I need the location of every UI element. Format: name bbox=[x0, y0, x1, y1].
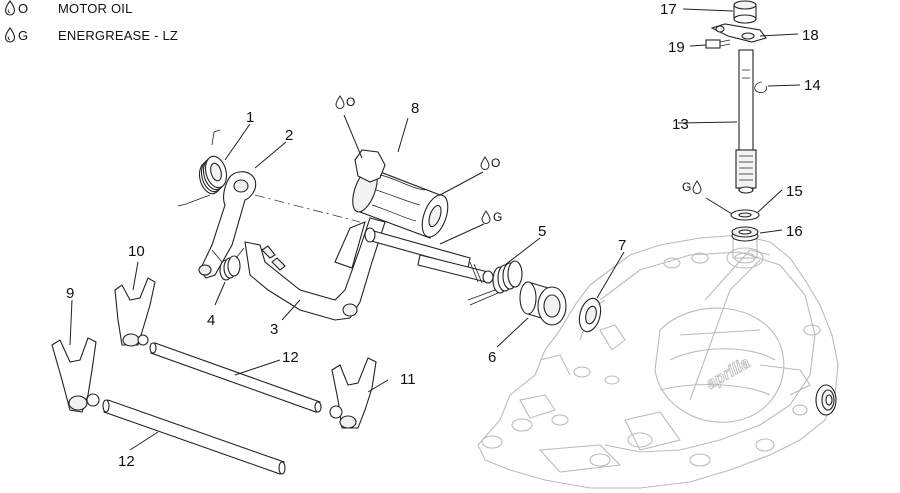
callout-16: 16 bbox=[786, 223, 803, 240]
part-19-screw bbox=[705, 39, 731, 49]
lube-drum-top: O bbox=[335, 95, 355, 109]
leader-lines bbox=[69, 8, 801, 451]
callout-11: 11 bbox=[400, 371, 416, 388]
callout-2: 2 bbox=[285, 127, 293, 144]
callout-labels: 1 2 3 4 5 6 7 8 9 10 11 12 12 13 14 15 1… bbox=[66, 1, 821, 470]
assembly-axis-line bbox=[254, 194, 361, 223]
part-5-return-spring bbox=[467, 260, 523, 306]
callout-6: 6 bbox=[488, 349, 496, 366]
callout-17: 17 bbox=[660, 1, 677, 18]
callout-8: 8 bbox=[411, 100, 419, 117]
callout-7: 7 bbox=[618, 237, 626, 254]
callout-1: 1 bbox=[246, 109, 254, 126]
part-4-small-spring bbox=[211, 247, 245, 281]
lube-code: O bbox=[346, 95, 355, 109]
lube-drum-side: O bbox=[480, 156, 500, 170]
lube-seal-grease: G bbox=[682, 180, 702, 194]
legend-text: MOTOR OIL bbox=[58, 0, 133, 16]
legend-text: ENERGREASE - LZ bbox=[58, 27, 179, 43]
grease-drop-icon bbox=[4, 27, 16, 43]
callout-19: 19 bbox=[668, 39, 685, 56]
callout-9: 9 bbox=[66, 285, 74, 302]
callout-14: 14 bbox=[804, 77, 821, 94]
callout-13: 13 bbox=[672, 116, 689, 133]
oil-drop-icon bbox=[4, 0, 16, 16]
part-8-shift-drum bbox=[352, 149, 449, 239]
part-3-shift-plate bbox=[244, 217, 494, 321]
grease-drop-icon bbox=[692, 180, 702, 194]
lube-code: G bbox=[682, 180, 691, 194]
oil-drop-icon bbox=[335, 95, 345, 109]
callout-12-lower: 12 bbox=[118, 453, 135, 470]
legend-code: G bbox=[18, 27, 29, 43]
callout-12-upper: 12 bbox=[282, 349, 299, 366]
grease-drop-icon bbox=[481, 210, 491, 224]
callout-18: 18 bbox=[802, 27, 819, 44]
part-9-shift-fork bbox=[51, 337, 100, 413]
callout-4: 4 bbox=[207, 312, 215, 329]
part-7-washer bbox=[578, 297, 602, 333]
engine-cover: aprilia bbox=[477, 234, 839, 489]
lube-code: G bbox=[493, 210, 502, 224]
part-11-shift-fork bbox=[329, 357, 377, 429]
part-12-fork-shaft-lower bbox=[102, 399, 286, 475]
oil-drop-icon bbox=[480, 156, 490, 170]
part-6-bushing bbox=[519, 281, 567, 326]
callout-5: 5 bbox=[538, 223, 546, 240]
legend-motor-oil: O MOTOR OIL bbox=[4, 0, 133, 16]
cover-oil-seal bbox=[815, 384, 837, 416]
callout-15: 15 bbox=[786, 183, 803, 200]
lube-code: O bbox=[491, 156, 500, 170]
part-2-selector-arm bbox=[198, 171, 257, 279]
part-13-gearshift-shaft bbox=[735, 49, 757, 194]
lube-shaft-grease: G bbox=[481, 210, 502, 224]
callout-3: 3 bbox=[270, 321, 278, 338]
part-12-fork-shaft-upper bbox=[149, 342, 322, 413]
part-15-washer bbox=[730, 209, 760, 221]
legend-code: O bbox=[18, 0, 29, 16]
part-1-spring bbox=[177, 129, 228, 207]
callout-10: 10 bbox=[128, 243, 145, 260]
legend-energrease: G ENERGREASE - LZ bbox=[4, 27, 178, 43]
part-14-circlip bbox=[754, 81, 767, 93]
part-10-shift-fork bbox=[114, 277, 156, 347]
cover-brand-logo: aprilia bbox=[704, 354, 753, 392]
part-17-bushing bbox=[733, 0, 757, 24]
part-16-oil-seal bbox=[731, 226, 759, 242]
part-18-lever bbox=[710, 23, 767, 43]
